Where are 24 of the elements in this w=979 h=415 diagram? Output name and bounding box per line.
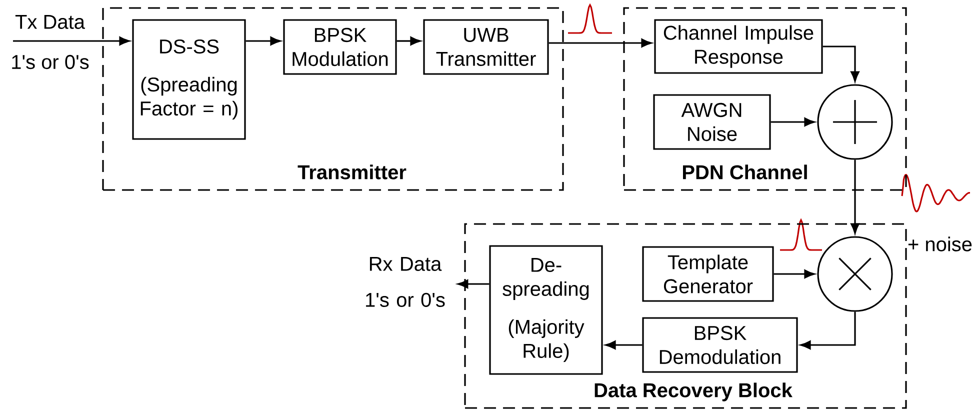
arrow	[396, 36, 421, 46]
process-box: BPSK Demodulation	[642, 317, 798, 373]
arrow	[246, 36, 281, 46]
arrow	[822, 46, 860, 82]
arrow	[605, 340, 642, 350]
arrow	[458, 280, 490, 288]
arrow	[548, 38, 652, 48]
process-box: De- spreading (Majority Rule)	[489, 245, 603, 375]
adder-symbol	[817, 84, 893, 160]
process-box: UWB Transmitter	[423, 19, 549, 75]
signal-label: 1's or 0's	[12, 54, 89, 70]
process-box: BPSK Modulation	[283, 19, 397, 75]
arrow	[774, 270, 815, 278]
multiplier-symbol	[817, 236, 893, 312]
process-box: DS-SS (Spreading Factor = n)	[132, 19, 246, 140]
signal-label: Rx Data 1's or 0's	[366, 257, 445, 307]
process-box: Channel Impulse Response	[654, 19, 823, 74]
process-box: AWGN Noise	[653, 94, 771, 150]
process-box: Template Generator	[642, 246, 774, 302]
arrow	[770, 118, 815, 126]
arrow	[800, 312, 856, 350]
arrow	[850, 160, 860, 234]
arrow	[13, 36, 130, 46]
signal-label: Tx Data	[15, 15, 85, 29]
